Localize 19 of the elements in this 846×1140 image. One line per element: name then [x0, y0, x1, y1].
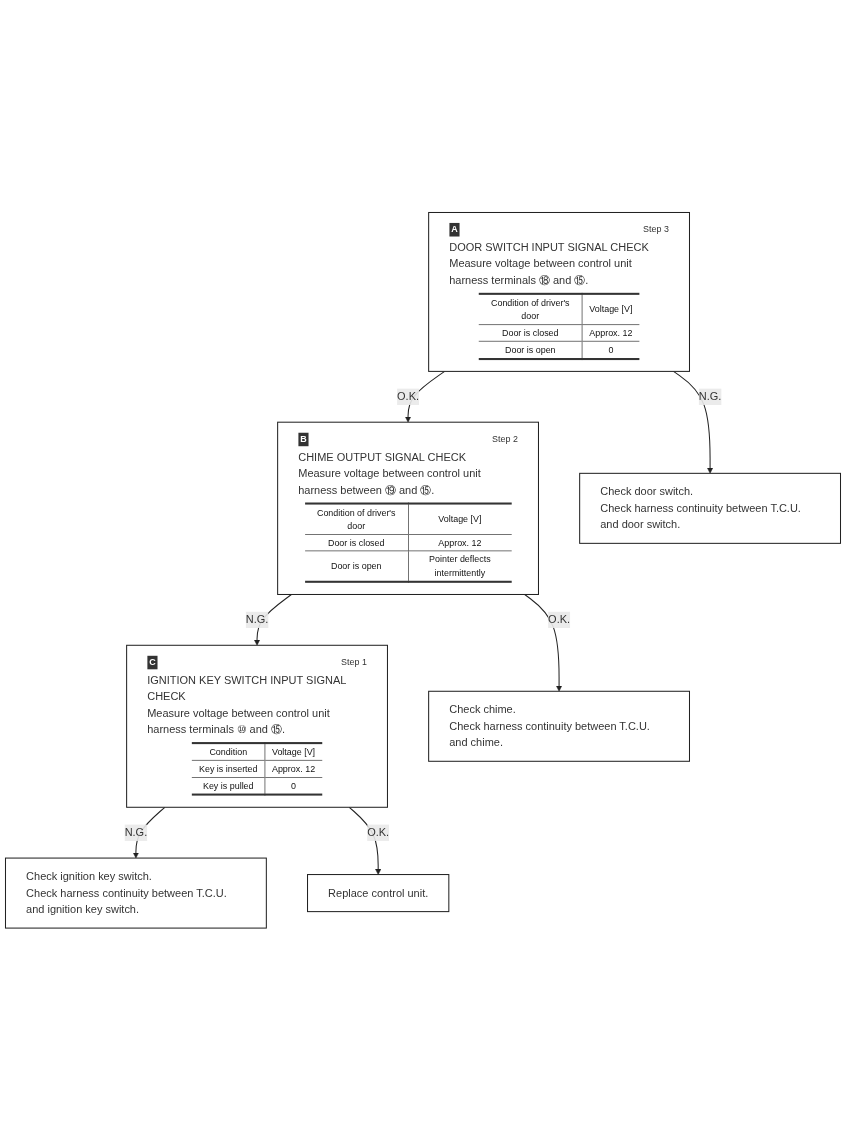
- node-box: Check door switch. Check harness continuity between T.C.U. and door switch.: [579, 472, 841, 544]
- node-box: Check ignition key switch. Check harness continuity between T.C.U. and ignition key switch.: [5, 857, 267, 929]
- edge-label: N.G.: [698, 390, 722, 402]
- arrow: [348, 806, 382, 875]
- node-box: Replace control unit.: [307, 873, 450, 912]
- edge-label: O.K.: [367, 826, 390, 838]
- node-box: A Step 3 DOOR SWITCH INPUT SIGNAL CHECK Measure voltage between control unit harness terminals ⑱ and ⑮. Condition of driver's door Voltage [V] Door is closed Approx. 12 Door is open 0: [428, 211, 690, 372]
- node-box: Check chime. Check harness continuity between T.C.U. and chime.: [428, 690, 690, 762]
- edge-label: N.G.: [245, 613, 269, 626]
- arrow: [673, 370, 714, 474]
- node-box: C Step 1 IGNITION KEY SWITCH INPUT SIGNAL CHECK Measure voltage between control unit harness terminals ⑩ and ⑮. Condition Voltage [V] Key is inserted Approx. 12 Key is pulled 0: [126, 644, 388, 808]
- edge-label: O.K.: [548, 613, 571, 626]
- node-box: B Step 2 CHIME OUTPUT SIGNAL CHECK Measure voltage between control unit harness between ⑲ and ⑮. Condition of driver's door Voltage [V] Door is closed Approx. 12 Door is open Pointer deflects intermittently: [277, 421, 539, 595]
- arrow: [405, 370, 446, 423]
- arrow: [524, 593, 563, 692]
- arrow: [254, 593, 292, 646]
- edge-label: O.K.: [397, 390, 420, 402]
- arrow: [132, 806, 166, 859]
- edge-label: N.G.: [124, 826, 148, 838]
